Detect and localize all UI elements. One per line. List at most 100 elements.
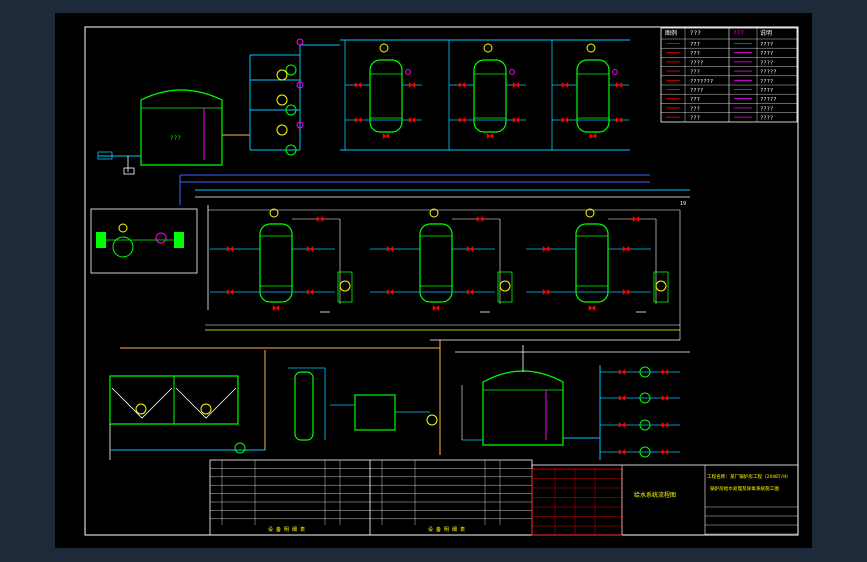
valve-icon bbox=[542, 288, 550, 296]
schedule-footer-middle: 设 备 明 细 表 bbox=[428, 526, 465, 533]
legend-label-right: ????? bbox=[760, 97, 777, 103]
mixing-tank bbox=[354, 394, 396, 431]
bottom-section bbox=[109, 339, 690, 460]
vessel-tag bbox=[483, 43, 493, 53]
valve-icon bbox=[458, 116, 466, 124]
legend-label-right: ???? bbox=[760, 60, 773, 66]
legend-label-left: ???? bbox=[690, 88, 703, 94]
vessel-tag bbox=[585, 208, 595, 218]
valve-icon bbox=[661, 448, 669, 456]
valve-icon bbox=[618, 394, 626, 402]
brine-pump bbox=[234, 442, 246, 454]
legend-label-left: ??? bbox=[690, 97, 700, 103]
valve-icon bbox=[622, 288, 630, 296]
valve-icon bbox=[561, 81, 569, 89]
legend-label-right: ???? bbox=[760, 88, 773, 94]
valve-icon bbox=[226, 288, 234, 296]
vessel-tag bbox=[499, 280, 511, 292]
dosing-tank bbox=[112, 236, 134, 258]
middle-section: 19 bbox=[205, 201, 686, 340]
drawing-sheet bbox=[55, 13, 812, 548]
valve-icon bbox=[589, 132, 597, 140]
legend-label-right: ???? bbox=[760, 116, 773, 122]
title-line-1: 工程名称：某厂锅炉房工程（2X40T/H） bbox=[707, 473, 791, 480]
valve-icon bbox=[306, 245, 314, 253]
vessel-tag bbox=[269, 208, 279, 218]
valve-icon bbox=[561, 116, 569, 124]
ion-exchanger bbox=[419, 223, 453, 303]
valve-icon bbox=[408, 116, 416, 124]
valve-icon bbox=[476, 215, 484, 223]
instrument-tag-2 bbox=[276, 94, 288, 106]
valve-icon bbox=[226, 245, 234, 253]
raw-water-tank bbox=[140, 89, 223, 166]
legend-header-symbol-right: ??? bbox=[733, 30, 744, 37]
deaerated-water-tank bbox=[482, 370, 564, 446]
inlet-tag bbox=[97, 151, 113, 160]
valve-icon bbox=[512, 81, 520, 89]
legend-label-right: ????? bbox=[760, 70, 777, 76]
filter-vessel bbox=[369, 59, 403, 133]
title-line-2: 锅炉房给水处理及除氧系统施工图 bbox=[710, 485, 779, 492]
feed-pump bbox=[639, 366, 651, 378]
feed-pump bbox=[639, 392, 651, 404]
filter-vessel bbox=[473, 59, 507, 133]
legend-label-left: ??? bbox=[690, 70, 700, 76]
valve-icon bbox=[661, 394, 669, 402]
gauge-icon bbox=[405, 69, 411, 75]
ion-exchanger bbox=[259, 223, 293, 303]
legend-label-right: ???? bbox=[760, 51, 773, 57]
vessel-tag bbox=[339, 280, 351, 292]
valve-icon bbox=[408, 81, 416, 89]
dosing-pump-unit bbox=[90, 208, 198, 274]
pump-1 bbox=[285, 64, 297, 76]
title-block: 给水系统流程图 工程名称：某厂锅炉房工程（2X40T/H） 锅炉房给水处理及除氧… bbox=[531, 464, 799, 536]
instrument-tag-1 bbox=[276, 69, 288, 81]
valve-icon bbox=[618, 368, 626, 376]
filter-vessel bbox=[576, 59, 610, 133]
valve-icon bbox=[632, 215, 640, 223]
drain-symbol bbox=[123, 167, 135, 175]
vessel-tag bbox=[429, 208, 439, 218]
feed-pump bbox=[639, 446, 651, 458]
ion-exchanger bbox=[575, 223, 609, 303]
legend-header-name: ??? bbox=[690, 30, 701, 37]
regen-tank bbox=[653, 271, 669, 303]
pump-2 bbox=[285, 104, 297, 116]
valve-icon bbox=[615, 116, 623, 124]
dosing-pump bbox=[155, 232, 167, 244]
valve-icon bbox=[466, 288, 474, 296]
valve-icon bbox=[354, 116, 362, 124]
valve-icon bbox=[466, 245, 474, 253]
regen-tank bbox=[337, 271, 353, 303]
valve-icon bbox=[432, 304, 440, 312]
schedule-footer-left: 设 备 明 细 表 bbox=[268, 526, 305, 533]
vessel-tag bbox=[586, 43, 596, 53]
legend-label-left: ???? bbox=[690, 60, 703, 66]
valve-icon bbox=[382, 132, 390, 140]
valve-icon bbox=[661, 421, 669, 429]
legend-header-name-right: 说明 bbox=[760, 29, 772, 37]
legend-label-left: ??????? bbox=[690, 79, 713, 85]
valve-icon bbox=[386, 288, 394, 296]
valve-icon bbox=[615, 81, 623, 89]
valve-icon bbox=[512, 116, 520, 124]
motor-block bbox=[96, 232, 106, 248]
salt-filter bbox=[294, 371, 314, 441]
valve-icon bbox=[272, 304, 280, 312]
vessel-tag bbox=[655, 280, 667, 292]
legend-header-symbol: 图例 bbox=[665, 29, 677, 37]
valve-icon bbox=[386, 245, 394, 253]
valve-icon bbox=[354, 81, 362, 89]
valve-icon bbox=[458, 81, 466, 89]
legend-label-left: ??? bbox=[690, 42, 700, 48]
valve-icon bbox=[622, 245, 630, 253]
legend-label-right: ???? bbox=[760, 79, 773, 85]
pump-3 bbox=[285, 144, 297, 156]
valve-icon bbox=[618, 448, 626, 456]
gauge-icon bbox=[509, 69, 515, 75]
valve-icon bbox=[661, 368, 669, 376]
legend-label-left: ??? bbox=[690, 116, 700, 122]
